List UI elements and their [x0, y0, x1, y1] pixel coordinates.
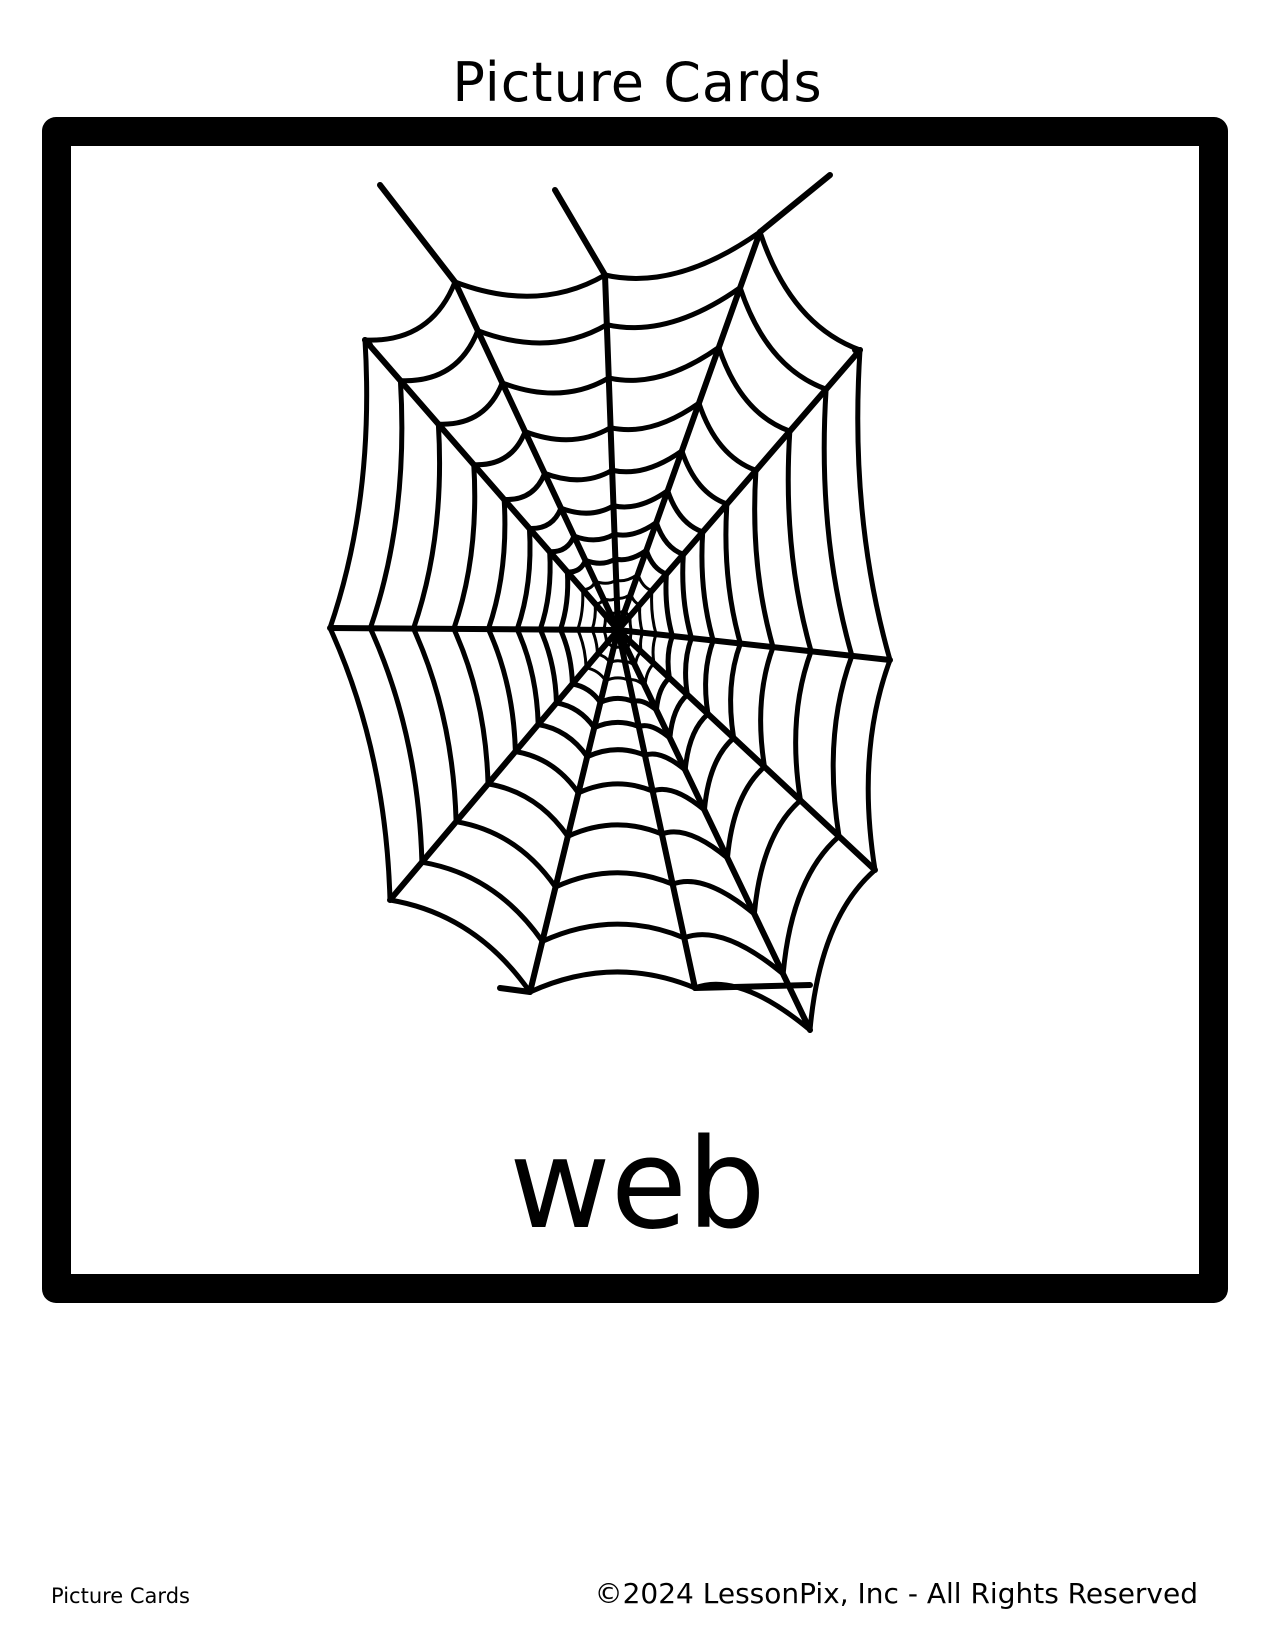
picture-card	[42, 117, 1228, 1303]
spider-web-icon	[327, 172, 893, 1033]
card-word: web	[509, 1113, 766, 1257]
page-title: Picture Cards	[452, 51, 823, 114]
footer-title: Picture Cards	[51, 1584, 190, 1608]
footer-copyright: ©2024 LessonPix, Inc - All Rights Reserv…	[594, 1577, 1198, 1610]
